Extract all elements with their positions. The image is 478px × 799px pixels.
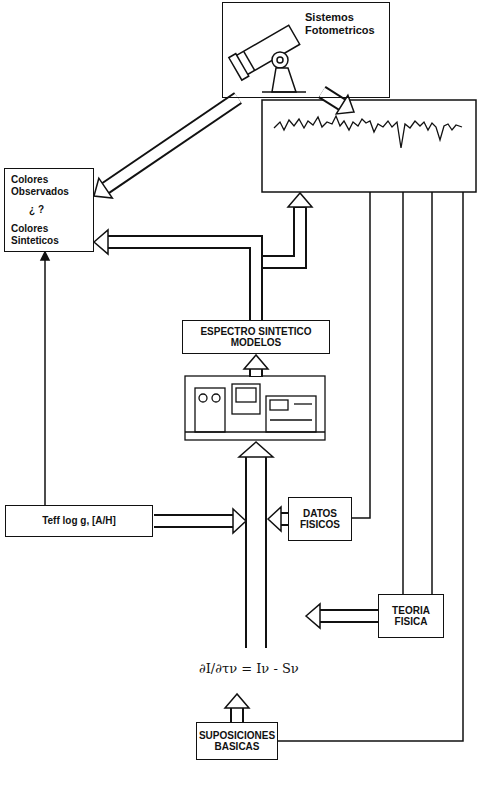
- flow-connector: [94, 98, 238, 198]
- physical-theory-box: TEORIA FISICA: [378, 594, 444, 638]
- node-text: ¿ ?: [11, 204, 87, 216]
- arrow-head: [94, 230, 108, 254]
- node-text: DATOS FISICOS: [297, 508, 343, 531]
- hollow-arrows: [154, 92, 379, 723]
- colors-box: Colores Observados ¿ ? Colores Sinteticos: [4, 168, 94, 252]
- node-text: TEORIA FISICA: [387, 605, 435, 628]
- flow-connector: [41, 252, 49, 505]
- equation-label: ∂I/∂τν = Iν - Sν: [196, 660, 302, 677]
- spectrum-lines: [278, 192, 463, 741]
- arrow-head: [94, 178, 112, 198]
- synthetic-spectrum-box: ESPECTRO SINTETICO MODELOS: [182, 320, 330, 354]
- node-text: Colores Sinteticos: [11, 223, 87, 246]
- computer-illustration: [185, 376, 325, 440]
- arrow-head: [41, 252, 49, 260]
- node-text: ESPECTRO SINTETICO MODELOS: [191, 326, 321, 349]
- parameters-box: Teff log g, [A/H]: [5, 505, 153, 537]
- photometric-system-box: Sistemos Fotometricos: [222, 2, 390, 98]
- physical-data-box: DATOS FISICOS: [288, 497, 352, 541]
- basic-assumptions-box: SUPOSICIONES BASICAS: [196, 722, 278, 760]
- node-text: Colores Observados: [11, 174, 87, 197]
- node-text: Teff log g, [A/H]: [42, 515, 116, 527]
- spectrum-illustration: [262, 100, 476, 192]
- telescope-illustration: [229, 24, 306, 92]
- flow-connector: [94, 230, 256, 320]
- node-text: Sistemos Fotometricos: [305, 11, 383, 36]
- node-text: SUPOSICIONES BASICAS: [199, 730, 275, 753]
